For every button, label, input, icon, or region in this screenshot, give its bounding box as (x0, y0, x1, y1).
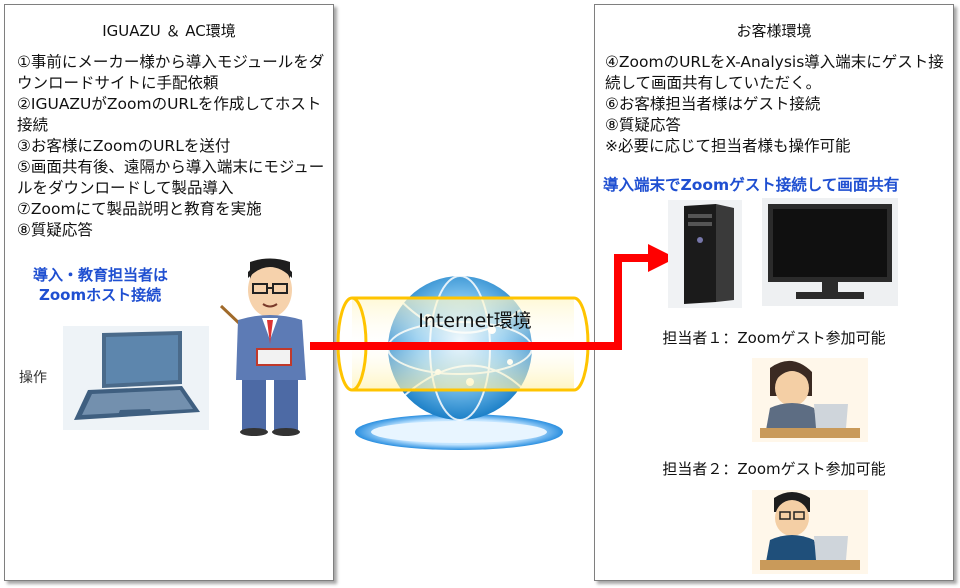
connection-arrow (310, 244, 676, 350)
monitor-icon (762, 198, 898, 306)
right-step-list: ④ZoomのURLをX-Analysis導入端末にゲスト接続して画面共有していた… (605, 52, 950, 157)
right-step-4: ④ZoomのURLをX-Analysis導入端末にゲスト接続して画面共有していた… (605, 53, 944, 92)
right-step-8: ⑧質疑応答 (605, 116, 681, 134)
screen-share-label: 導入端末でZoomゲスト接続して画面共有 (603, 176, 900, 194)
operate-label: 操作 (19, 370, 47, 386)
left-step-2: ②IGUAZUがZoomのURLを作成してホスト接続 (17, 95, 322, 134)
left-step-7: ⑦Zoomにて製品説明と教育を実施 (17, 200, 262, 218)
right-step-6: ⑥お客様担当者様はゲスト接続 (605, 95, 821, 113)
left-panel-title: IGUAZU ＆ AC環境 (102, 22, 236, 40)
host-label: 導入・教育担当者は Zoomホスト接続 (33, 265, 168, 305)
left-step-list: ①事前にメーカー様から導入モジュールをダウンロードサイトに手配依頼 ②IGUAZ… (17, 52, 329, 241)
laptop-icon (63, 326, 209, 430)
left-step-8: ⑧質疑応答 (17, 221, 93, 239)
left-step-1: ①事前にメーカー様から導入モジュールをダウンロードサイトに手配依頼 (17, 53, 325, 92)
person1-label: 担当者１：Zoomゲスト参加可能 (662, 329, 886, 347)
internet-label: Internet環境 (418, 310, 532, 332)
customer-person1-icon (752, 358, 868, 442)
left-step-3: ③お客様にZoomのURLを送付 (17, 137, 231, 155)
right-step-note: ※必要に応じて担当者様も操作可能 (605, 137, 851, 155)
pc-tower-icon (668, 200, 742, 308)
customer-person2-icon (752, 490, 868, 574)
presenter-icon (219, 258, 306, 436)
host-label-line1: 導入・教育担当者は (33, 266, 169, 284)
right-panel-title: お客様環境 (736, 22, 812, 40)
person2-label: 担当者２：Zoomゲスト参加可能 (662, 460, 886, 478)
host-label-line2: Zoomホスト接続 (39, 286, 162, 304)
left-step-5: ⑤画面共有後、遠隔から導入端末にモジュールをダウンロードして製品導入 (17, 158, 325, 197)
